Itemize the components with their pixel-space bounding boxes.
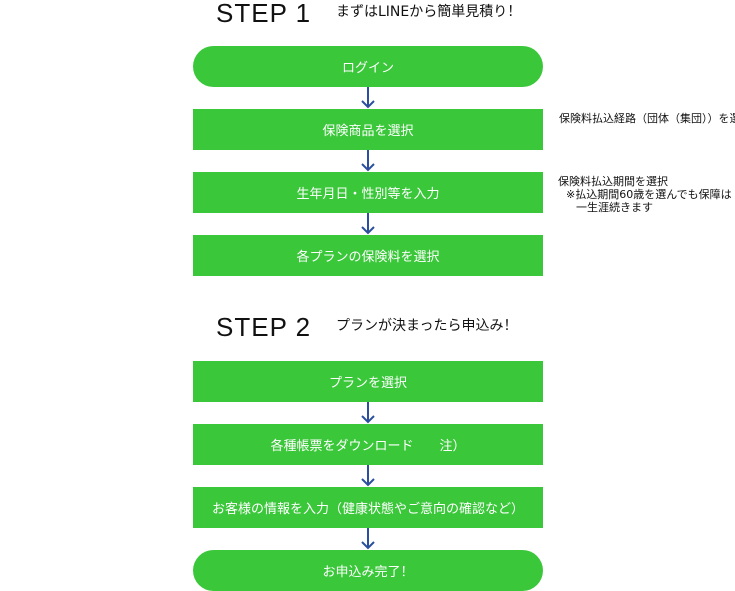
step1-subtitle: まずはLINEから簡単見積り！: [336, 4, 522, 20]
note-line: ※払込期間60歳を選んでも保障は: [566, 188, 732, 201]
note-payment-route: 保険料払込経路（団体（集団））を選択: [559, 112, 735, 125]
arrow-down-icon: [361, 87, 375, 109]
step-download-forms: 各種帳票をダウンロード 注）: [193, 424, 543, 465]
step1-title: STEP 1: [216, 0, 312, 28]
step-select-plan: プランを選択: [193, 361, 543, 402]
arrow-down-icon: [361, 150, 375, 172]
note-payment-period: 保険料払込期間を選択 ※払込期間60歳を選んでも保障は 一生涯続きます: [558, 175, 732, 214]
step-enter-birthdate: 生年月日・性別等を入力: [193, 172, 543, 213]
arrow-down-icon: [361, 465, 375, 487]
arrow-down-icon: [361, 402, 375, 424]
note-line: 保険料払込期間を選択: [558, 175, 668, 188]
step-enter-customer-info: お客様の情報を入力（健康状態やご意向の確認など）: [193, 487, 543, 528]
step-select-product: 保険商品を選択: [193, 109, 543, 150]
step2-title: STEP 2: [216, 312, 312, 342]
step-login: ログイン: [193, 46, 543, 87]
arrow-down-icon: [361, 528, 375, 550]
step-select-premium: 各プランの保険料を選択: [193, 235, 543, 276]
note-line: 一生涯続きます: [576, 201, 653, 214]
arrow-down-icon: [361, 213, 375, 235]
step-application-complete: お申込み完了！: [193, 550, 543, 591]
step2-subtitle: プランが決まったら申込み！: [336, 318, 518, 334]
